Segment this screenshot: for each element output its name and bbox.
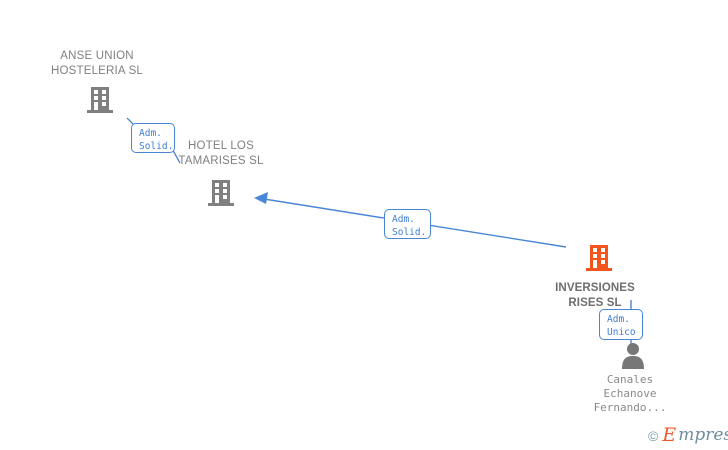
copyright-icon: © — [648, 427, 659, 444]
badge-adm-solid-hotel[interactable]: Adm. Solid. — [131, 123, 175, 153]
node-label-canales-echanove: Canales Echanove Fernando... — [593, 373, 667, 414]
node-label-hotel-los-tamarises: HOTEL LOS TAMARISES SL — [178, 140, 264, 167]
building-icon[interactable] — [206, 178, 236, 208]
edge-arrowhead-icon — [254, 192, 268, 204]
node-label-anse-union: ANSE UNION HOSTELERIA SL — [50, 50, 144, 77]
brand-name: mpresia — [678, 425, 728, 445]
building-icon[interactable] — [584, 243, 614, 273]
brand-initial: E — [662, 424, 677, 446]
empresia-watermark: © E mpresia — [648, 426, 728, 445]
person-icon[interactable] — [619, 341, 647, 369]
badge-adm-unico[interactable]: Adm. Unico — [599, 309, 643, 340]
node-label-inversiones-rises: INVERSIONES RISES SL — [555, 282, 635, 309]
building-icon[interactable] — [85, 85, 115, 115]
badge-adm-solid-inversiones[interactable]: Adm. Solid. — [384, 209, 431, 239]
